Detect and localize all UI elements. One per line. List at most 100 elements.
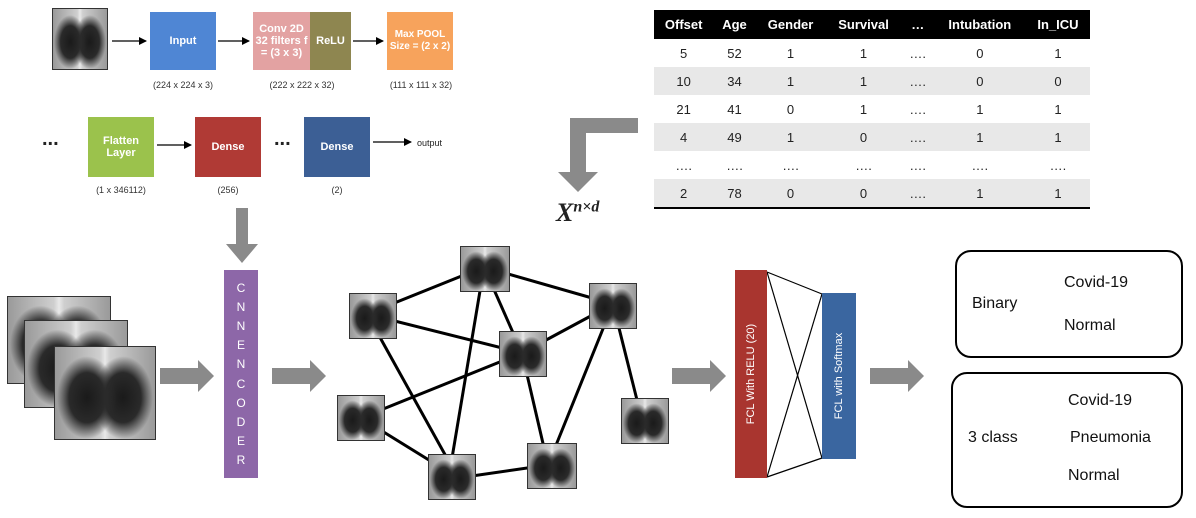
table-row: …. …. …. …. …. …. …. <box>654 151 1090 179</box>
input-dim-label: (224 x 224 x 3) <box>152 80 214 90</box>
encoder-letter: C <box>236 280 246 295</box>
dense-2-dim-label: (2) <box>331 185 343 195</box>
encoder-letter: O <box>236 395 246 410</box>
ellipsis-left: ... <box>42 128 59 150</box>
arrow-cnn-to-encoder <box>226 208 258 263</box>
arrow-graph-to-fcl <box>672 360 726 392</box>
fcl-softmax-block: FCL with Softmax <box>822 293 856 459</box>
patient-data-table: Offset Age Gender Survival … Intubation … <box>654 10 1090 209</box>
table-cell: 0 <box>755 179 826 208</box>
conv-dim-label: (222 x 222 x 32) <box>269 80 335 90</box>
conv2d-layer-box: Conv 2D 32 filters f = (3 x 3) <box>253 12 310 70</box>
encoder-letter: R <box>236 453 246 468</box>
input-layer-label: Input <box>169 35 197 47</box>
graph-node-xray <box>349 293 397 339</box>
table-cell: 52 <box>727 45 742 61</box>
table-header-row: Offset Age Gender Survival … Intubation … <box>654 10 1090 39</box>
table-cell: 1 <box>859 101 868 117</box>
graph-node-xray <box>460 246 510 292</box>
flatten-layer-box: Flatten Layer <box>88 117 154 177</box>
table-cell: 4 <box>654 123 714 151</box>
matrix-symbol: X <box>556 198 574 227</box>
encoder-letter: N <box>236 299 246 314</box>
encoder-letter: N <box>236 318 246 333</box>
dense-2-box: Dense <box>304 117 370 177</box>
relu-layer-box: ReLU <box>310 12 351 70</box>
header-intubation: Intubation <box>933 10 1026 39</box>
graph-node-xray <box>527 443 577 489</box>
table-cell: 1 <box>859 45 868 61</box>
header-in-icu: In_ICU <box>1025 10 1090 39</box>
relu-layer-label: ReLU <box>316 35 345 47</box>
table-cell: 1 <box>755 67 826 95</box>
binary-class-covid: Covid-19 <box>1064 274 1129 291</box>
header-age: Age <box>713 10 756 39</box>
encoder-letter: E <box>236 434 245 449</box>
encoder-letter: N <box>236 357 246 372</box>
table-cell: 1 <box>786 45 795 61</box>
conv2d-layer-label: Conv 2D 32 filters f = (3 x 3) <box>255 23 308 59</box>
table-cell: 1 <box>1025 179 1090 208</box>
fcl-relu-block: FCL With RELU (20) <box>735 270 767 478</box>
input-xray-stack-3 <box>54 346 156 440</box>
table-cell: 1 <box>933 123 1026 151</box>
table-cell: …. <box>855 157 872 173</box>
table-cell: …. <box>901 123 934 151</box>
fcl-connections <box>766 271 823 478</box>
table-cell: 5 <box>680 45 688 61</box>
maxpool-layer-label: Max POOL Size = (2 x 2) <box>389 29 451 52</box>
table-row: 2 78 0 0 …. 1 1 <box>654 179 1090 208</box>
table-cell: 1 <box>825 67 902 95</box>
three-class-normal: Normal <box>1068 467 1120 484</box>
table-cell: …. <box>675 157 692 173</box>
arrow-fcl-to-outputs <box>870 360 924 392</box>
table-cell: …. <box>782 157 799 173</box>
table-cell: 1 <box>976 101 984 117</box>
ellipsis-middle: ... <box>274 128 291 150</box>
pool-dim-label: (111 x 111 x 32) <box>389 80 453 90</box>
table-cell: 41 <box>727 101 742 117</box>
table-cell: …. <box>726 157 743 173</box>
matrix-label: Xn×d <box>556 198 599 228</box>
arrow-encoder-to-graph <box>272 360 326 392</box>
graph-node-xray <box>499 331 547 377</box>
input-xray-thumbnail <box>52 8 108 70</box>
table-cell: …. <box>971 157 989 173</box>
encoder-letter: C <box>236 376 246 391</box>
dense-256-box: Dense <box>195 117 261 177</box>
arrow-table-to-matrix <box>558 118 638 192</box>
header-offset: Offset <box>654 10 714 39</box>
table-row: 21 41 0 1 …. 1 1 <box>654 95 1090 123</box>
fcl-softmax-label: FCL with Softmax <box>833 332 845 420</box>
table-cell: 78 <box>713 179 756 208</box>
table-cell: 34 <box>713 67 756 95</box>
dense-2-label: Dense <box>320 141 354 153</box>
encoder-letter: E <box>236 338 245 353</box>
table-cell: 0 <box>933 67 1026 95</box>
binary-class-normal: Normal <box>1064 317 1116 334</box>
graph-node-xray <box>428 454 476 500</box>
matrix-dimensions: n×d <box>573 198 600 216</box>
flatten-layer-label: Flatten Layer <box>102 135 140 159</box>
table-cell: …. <box>909 45 926 61</box>
binary-label: Binary <box>972 295 1018 312</box>
header-gender: Gender <box>755 10 826 39</box>
fcl-relu-label: FCL With RELU (20) <box>745 323 758 425</box>
table-cell: 0 <box>1025 67 1090 95</box>
table-cell: 0 <box>786 101 795 117</box>
graph-node-xray <box>589 283 637 329</box>
table-cell: 1 <box>1054 45 1062 61</box>
table-cell: 1 <box>1054 101 1062 117</box>
table-cell: …. <box>909 157 926 173</box>
table-row: 10 34 1 1 …. 0 0 <box>654 67 1090 95</box>
maxpool-layer-box: Max POOL Size = (2 x 2) <box>387 12 453 70</box>
table-cell: …. <box>901 179 934 208</box>
three-class-label: 3 class <box>968 429 1018 446</box>
table-cell: 49 <box>713 123 756 151</box>
output-label: output <box>417 138 443 148</box>
header-ellipsis: … <box>901 10 934 39</box>
table-cell: 0 <box>976 45 984 61</box>
table-cell: 10 <box>654 67 714 95</box>
header-survival: Survival <box>825 10 902 39</box>
binary-output-box <box>955 250 1183 358</box>
